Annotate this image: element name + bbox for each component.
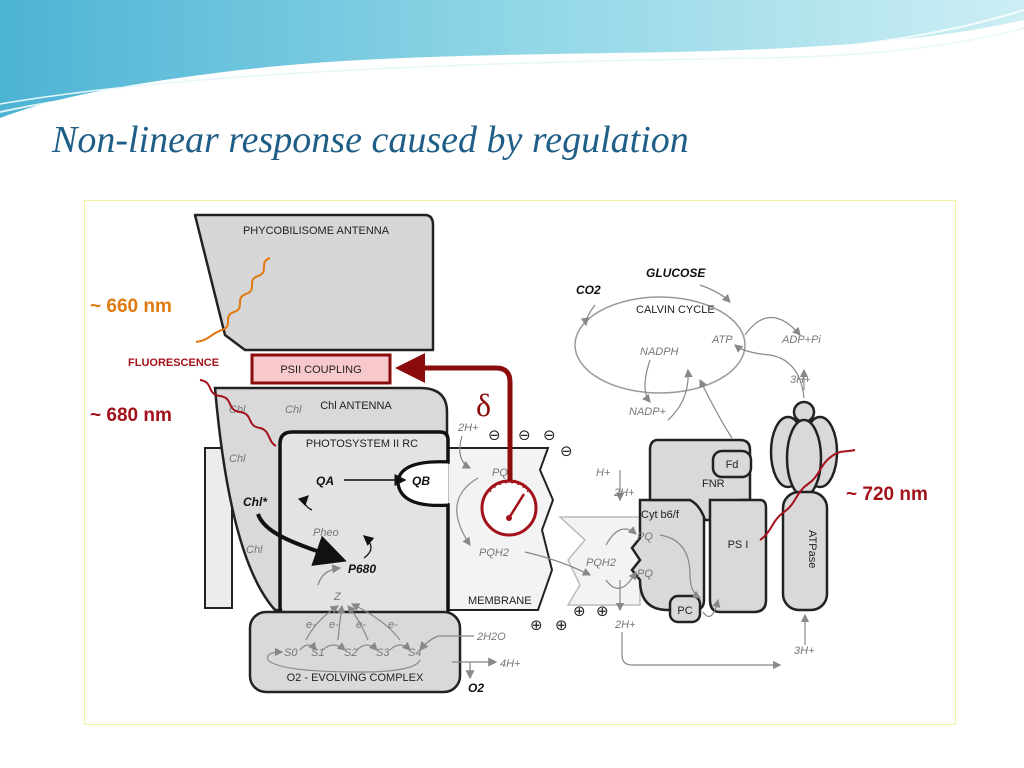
calvin-cycle-arrows xyxy=(580,284,805,439)
psii-rc-label: PHOTOSYSTEM II RC xyxy=(306,438,418,450)
pc-label: PC xyxy=(677,605,692,617)
chl-label-3: Chl xyxy=(229,453,246,465)
s3-label: S3 xyxy=(376,647,390,659)
delta-symbol: δ xyxy=(476,387,491,423)
fd-label: Fd xyxy=(726,459,739,471)
p680-label: P680 xyxy=(348,562,376,576)
s4-label: S4 xyxy=(408,647,421,659)
atpase-label: ATPase xyxy=(806,530,818,568)
psii-coupling-label: PSII COUPLING xyxy=(280,364,361,376)
wavelength-680: ~ 680 nm xyxy=(90,405,172,426)
pq-reduction-arrow xyxy=(456,477,479,546)
two-h-top-label: 2H+ xyxy=(457,422,479,434)
pq-cyt-bottom-label: PQ xyxy=(637,568,653,580)
plastocyanin xyxy=(668,594,702,624)
qb-label: QB xyxy=(412,474,430,488)
plus-charge-3: ⊕ xyxy=(573,602,586,620)
e-label-3: e- xyxy=(356,619,366,631)
light-660-wave xyxy=(195,257,271,343)
z-label: Z xyxy=(333,591,342,603)
excitation-transfer-arrow xyxy=(256,513,347,566)
s1-label: S1 xyxy=(311,647,324,659)
ferredoxin xyxy=(711,449,753,479)
two-h-cyt-label: 2H+ xyxy=(613,487,635,499)
h4-label: 4H+ xyxy=(500,658,521,670)
qa-label: QA xyxy=(316,474,334,488)
chl-label-2: Chl xyxy=(285,404,302,416)
adp-label: ADP+Pi xyxy=(781,334,821,346)
co2-label: CO2 xyxy=(576,283,601,297)
fluorescence-label: FLUORESCENCE xyxy=(128,357,219,369)
regulation-feedback-arrow xyxy=(395,353,513,480)
s2-label: S2 xyxy=(344,647,357,659)
pqh2-label: PQH2 xyxy=(479,547,509,559)
three-h-bottom-label: 3H+ xyxy=(794,645,815,657)
minus-charge-3: ⊖ xyxy=(543,426,556,444)
ps1 xyxy=(708,498,768,614)
cyt-label: Cyt b6/f xyxy=(641,509,680,521)
pqh2-diffusion-arrow xyxy=(524,551,592,576)
phycobilisome-antenna xyxy=(193,213,435,352)
psii-rc xyxy=(278,430,450,620)
p680-pheo-arrow xyxy=(363,535,375,559)
light-720-wave xyxy=(759,449,856,541)
h2o-label: 2H2O xyxy=(476,631,506,643)
proton-uptake-arrow xyxy=(459,435,472,469)
chl-label-4: Chl xyxy=(246,544,263,556)
plus-charge-2: ⊕ xyxy=(555,616,568,634)
nadph-label: NADPH xyxy=(640,346,679,358)
pq-redox-gauge xyxy=(480,479,538,537)
pheo-qa-arrow xyxy=(297,495,313,511)
e-label-4: e- xyxy=(388,619,398,631)
phycobilisome-label: PHYCOBILISOME ANTENNA xyxy=(243,225,390,237)
e-label-1: e- xyxy=(306,619,316,631)
calvin-cycle-loop xyxy=(574,296,746,394)
header-wave-banner xyxy=(0,0,1024,118)
atpase-head xyxy=(769,400,839,498)
q-cycle-arrows xyxy=(605,470,702,612)
two-h-bottom-label: 2H+ xyxy=(614,619,636,631)
wavelength-720: ~ 720 nm xyxy=(846,484,928,505)
plus-charge-4: ⊕ xyxy=(596,602,609,620)
e-label-2: e- xyxy=(329,619,339,631)
pqh2-mid-label: PQH2 xyxy=(586,557,616,569)
chl-excited-label: Chl* xyxy=(243,495,268,509)
minus-charge-2: ⊖ xyxy=(518,426,531,444)
plus-charge-1: ⊕ xyxy=(530,616,543,634)
water-arrow xyxy=(419,635,474,652)
ps1-label: PS I xyxy=(728,539,749,551)
membrane-label: MEMBRANE xyxy=(468,595,532,607)
pc-ps1-arrow xyxy=(702,598,721,618)
s0-label: S0 xyxy=(284,647,298,659)
o2-label: O2 xyxy=(468,681,484,695)
z-p680-arrow xyxy=(317,564,342,586)
light-680-wave xyxy=(199,379,277,447)
pq-label: PQ xyxy=(492,467,508,479)
h-plus-label: H+ xyxy=(596,467,611,479)
minus-charge-1: ⊖ xyxy=(488,426,501,444)
chl-antenna-label: Chl ANTENNA xyxy=(320,400,392,412)
glucose-label: GLUCOSE xyxy=(646,266,706,280)
psii-coupling-box xyxy=(250,353,392,385)
oec-label: O2 - EVOLVING COMPLEX xyxy=(287,672,424,684)
nadp-label: NADP+ xyxy=(629,406,667,418)
calvin-label: CALVIN CYCLE xyxy=(636,304,715,316)
s-state-cycle xyxy=(266,603,421,673)
minus-charge-4: ⊖ xyxy=(560,442,573,460)
pq-cyt-top-label: PQ xyxy=(637,531,653,543)
proton-return-arrow xyxy=(621,632,782,670)
pheo-label: Pheo xyxy=(313,527,339,539)
slide-title: Non-linear response caused by regulation xyxy=(52,119,689,161)
atpase-stalk xyxy=(781,490,829,612)
wavelength-660: ~ 660 nm xyxy=(90,296,172,317)
atp-label: ATP xyxy=(711,334,733,346)
fnr-label: FNR xyxy=(702,478,725,490)
